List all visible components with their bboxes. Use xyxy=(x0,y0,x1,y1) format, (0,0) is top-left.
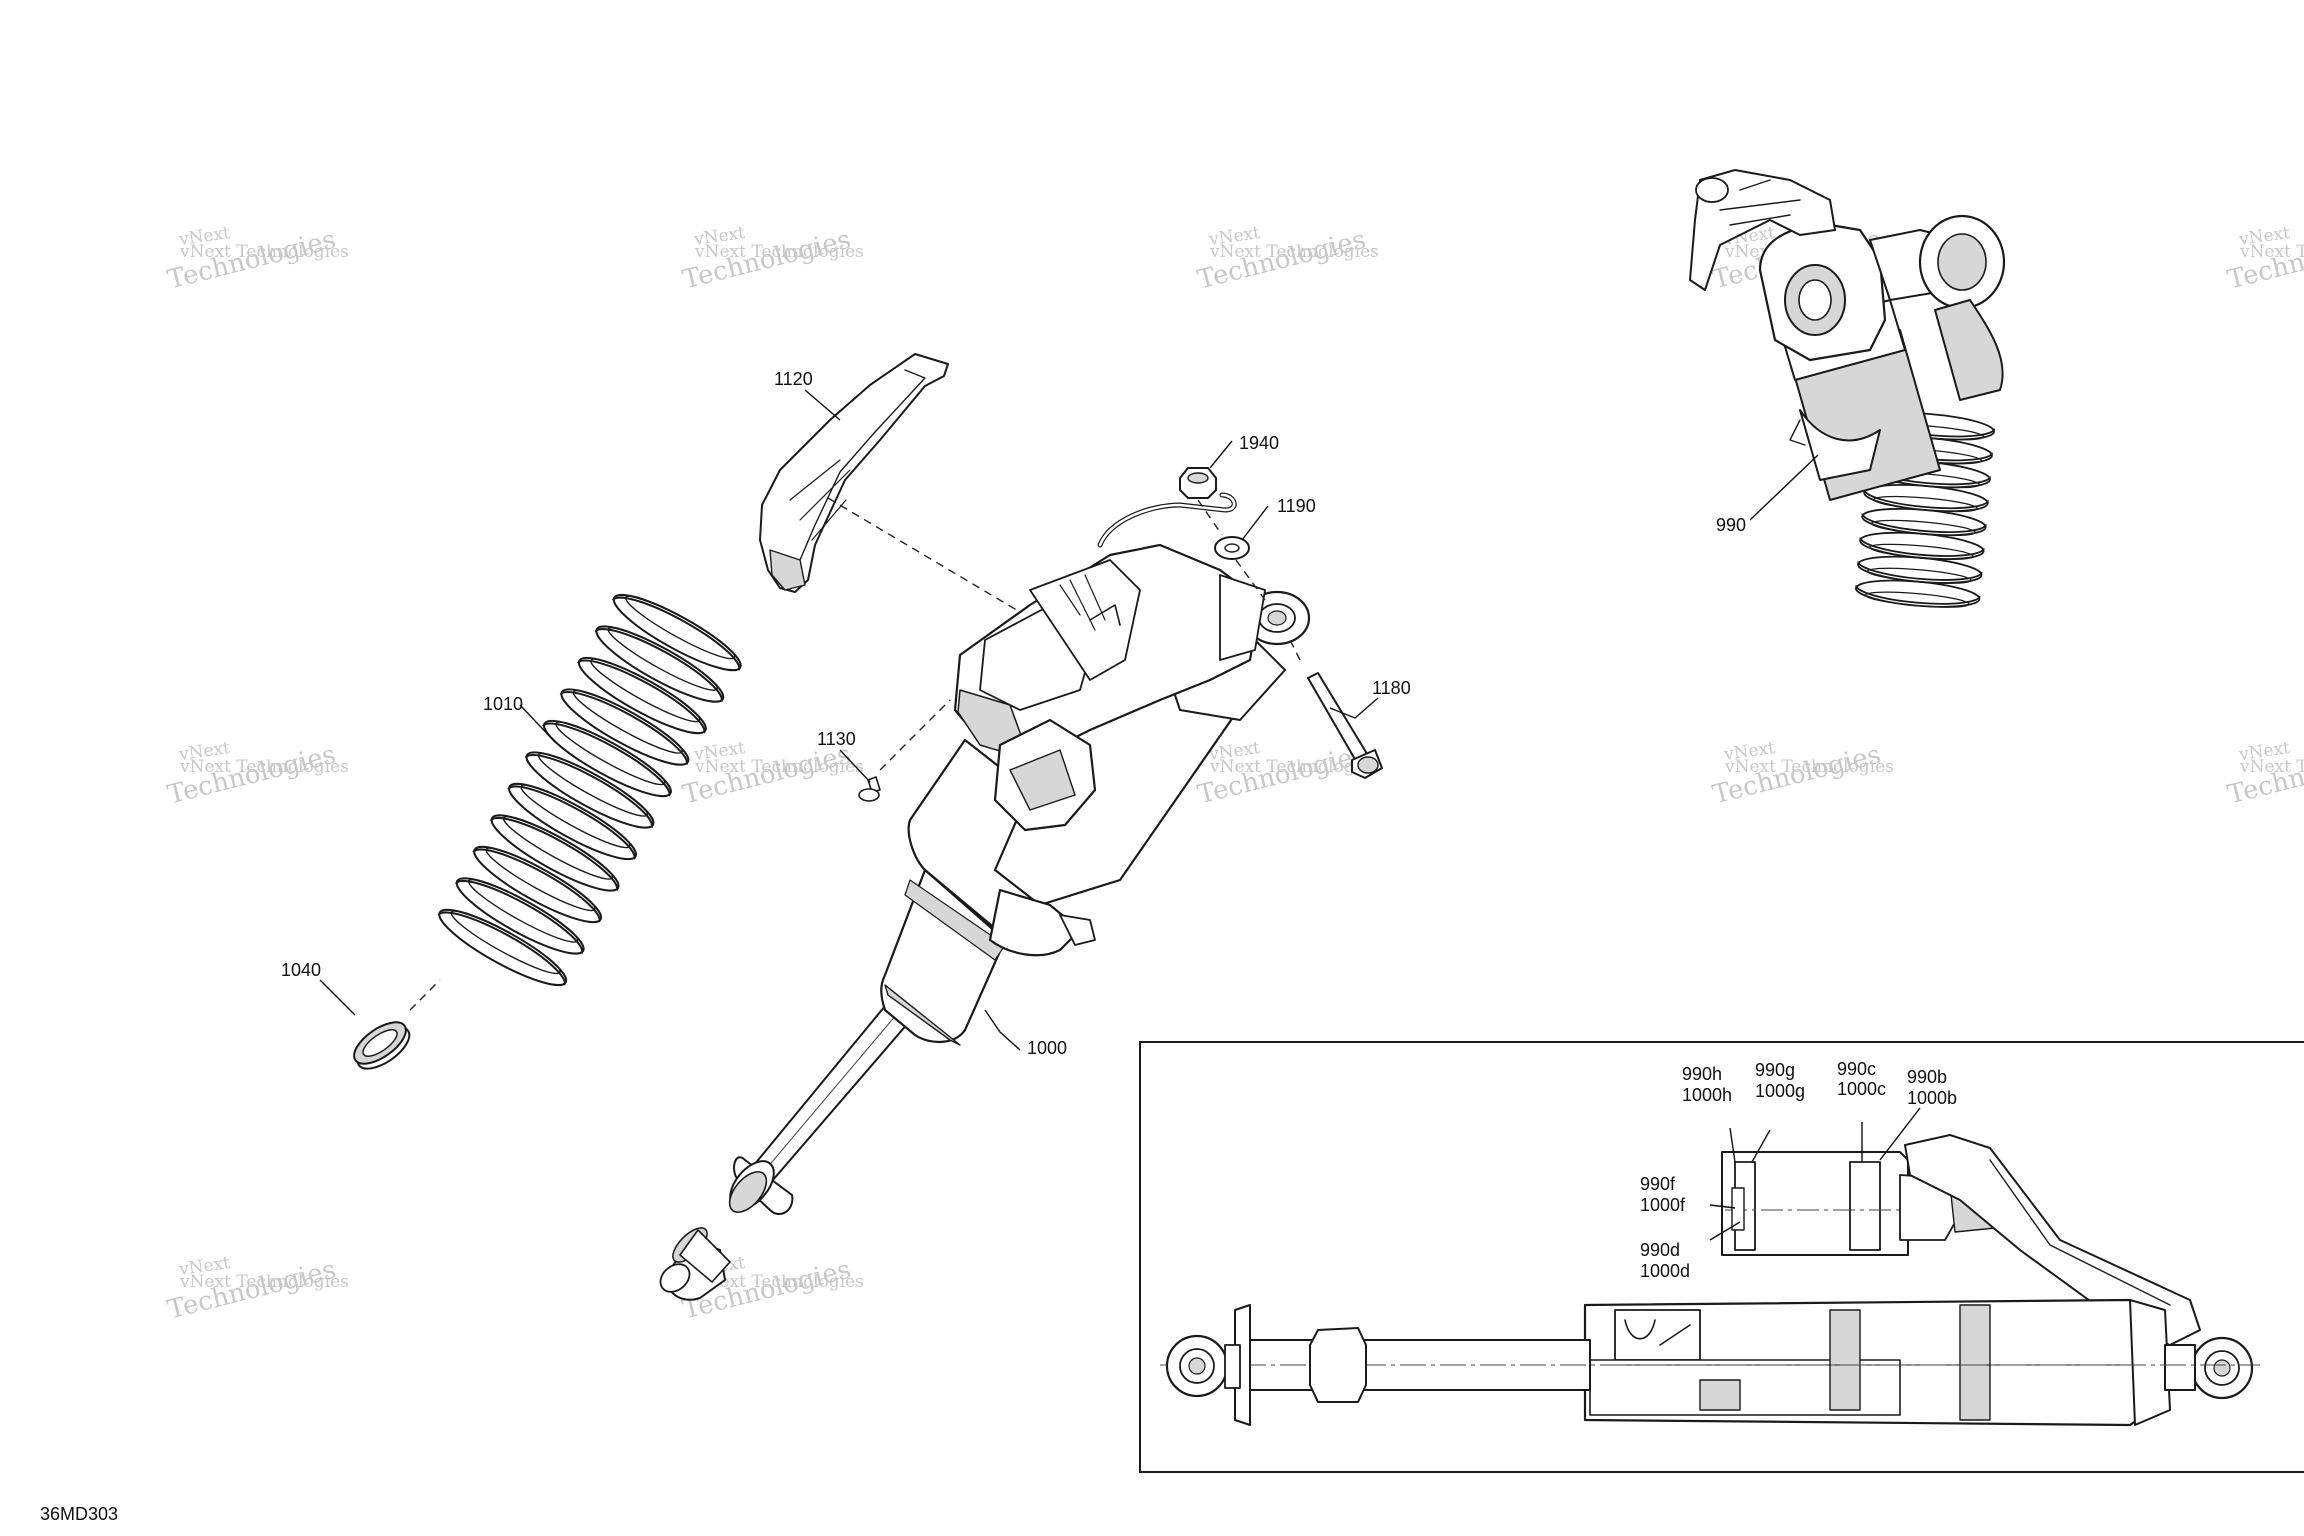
shock-absorber xyxy=(659,492,1311,1301)
spring-coil-back xyxy=(611,596,741,671)
spring-coil-back xyxy=(559,691,688,766)
callout-990b: 990b xyxy=(1907,1067,1947,1087)
watermark: vNext vNext Technologies Technologies xyxy=(1195,223,1379,295)
spring-coil-inner xyxy=(502,815,614,880)
screw xyxy=(858,776,881,802)
watermark: vNext vNext Technologies Technologies xyxy=(680,223,864,295)
callout-1010: 1010 xyxy=(483,694,523,714)
svg-text:vNext Technologies: vNext Technologies xyxy=(1209,757,1379,777)
svg-text:vNext Technologies: vNext Technologies xyxy=(179,1272,349,1292)
svg-text:vNext Technologies: vNext Technologies xyxy=(2239,757,2304,777)
callout-1000f: 1000f xyxy=(1640,1195,1686,1215)
spring-coil-inner xyxy=(537,752,649,817)
svg-text:vNext Technologies: vNext Technologies xyxy=(179,242,349,262)
spring-coil xyxy=(525,751,655,829)
callout-1180: 1180 xyxy=(1372,678,1411,698)
callout-990d: 990d xyxy=(1640,1240,1680,1260)
svg-text:vNext Technologies: vNext Technologies xyxy=(1209,242,1379,262)
svg-text:vNext Technologies: vNext Technologies xyxy=(2239,242,2304,262)
spring-coil-inner xyxy=(555,721,666,786)
spring-coil-inner xyxy=(572,689,683,754)
shock-assembly-view xyxy=(1689,169,2006,608)
spring-coil-back xyxy=(507,785,636,860)
assembly-lines xyxy=(409,497,1301,1011)
spring-coil-inner xyxy=(625,595,736,660)
shock-guard xyxy=(759,353,949,593)
figure-code: 36MD303 xyxy=(40,1504,118,1524)
svg-text:vNext Technologies: vNext Technologies xyxy=(1724,757,1894,777)
spring-coil-back xyxy=(594,628,723,703)
spring-coil-back xyxy=(489,816,619,891)
spring-coil-back xyxy=(1859,537,1985,557)
callout-990c: 990c xyxy=(1837,1059,1876,1079)
spring-coil xyxy=(543,719,672,798)
assembly-spring xyxy=(1855,412,1996,608)
spring-seat-ring xyxy=(353,1021,411,1070)
callout-1130: 1130 xyxy=(817,729,856,749)
watermark: vNext vNext Technologies Technologies xyxy=(1710,738,1894,810)
spring-coil-back xyxy=(454,879,584,954)
spring-coil-back xyxy=(1861,513,1987,533)
watermark: vNext vNext Technologies Technologies xyxy=(165,223,349,295)
spring-coil xyxy=(438,908,568,987)
spring-coil-back xyxy=(1855,585,1981,605)
spring-coil-inner xyxy=(467,878,579,943)
hex-nut xyxy=(1179,467,1217,499)
detail-inset xyxy=(1139,1041,2304,1473)
spring-coil-back xyxy=(524,754,653,829)
callout-990: 990 xyxy=(1716,515,1746,535)
callout-1000: 1000 xyxy=(1027,1038,1067,1058)
spring-coil-back xyxy=(1857,561,1983,581)
callout-1000d: 1000d xyxy=(1640,1261,1690,1281)
spring-coil xyxy=(595,625,725,703)
callout-990h: 990h xyxy=(1682,1064,1722,1084)
spring-coil xyxy=(508,782,637,861)
svg-text:vNext Technologies: vNext Technologies xyxy=(694,757,864,777)
spring-coil-back xyxy=(577,659,706,734)
callout-1000c: 1000c xyxy=(1837,1079,1886,1099)
spring-coil-inner xyxy=(485,847,596,912)
spring-coil-inner xyxy=(450,910,561,975)
spring-coil-inner xyxy=(520,784,631,849)
spring-coil-inner xyxy=(607,626,718,691)
watermark: vNext vNext Technologies Technologies xyxy=(2225,223,2304,295)
svg-text:vNext Technologies: vNext Technologies xyxy=(179,757,349,777)
callout-1000g: 1000g xyxy=(1755,1081,1805,1101)
callout-1190: 1190 xyxy=(1277,496,1316,516)
callout-1940: 1940 xyxy=(1239,433,1279,453)
watermark: vNext vNext Technologies Technologies xyxy=(2225,738,2304,810)
spring-coil xyxy=(612,593,742,672)
coil-spring xyxy=(437,593,742,987)
spring-coil-back xyxy=(1863,489,1989,510)
callout-1120: 1120 xyxy=(774,369,813,389)
callout-1040: 1040 xyxy=(281,960,321,980)
spring-coil xyxy=(490,814,620,892)
callout-990f: 990f xyxy=(1640,1174,1676,1194)
watermark: vNext vNext Technologies Technologies xyxy=(165,738,349,810)
washer xyxy=(1214,536,1250,560)
spring-coil-back xyxy=(542,722,671,797)
spring-coil-back xyxy=(472,848,601,923)
spring-coil xyxy=(473,845,603,924)
svg-text:vNext Technologies: vNext Technologies xyxy=(694,1272,864,1292)
spring-coil xyxy=(577,656,707,735)
callout-labels: 1120 1940 1190 1180 1130 1010 1040 1000 … xyxy=(40,369,1957,1524)
callout-1000h: 1000h xyxy=(1682,1085,1732,1105)
watermark: vNext vNext Technologies Technologies xyxy=(165,1253,349,1325)
spring-coil-inner xyxy=(1864,591,1970,608)
spring-coil xyxy=(455,877,585,955)
spring-coil-inner xyxy=(590,658,701,723)
callout-1000b: 1000b xyxy=(1907,1088,1957,1108)
callout-leaders xyxy=(319,389,1819,1051)
spring-coil xyxy=(560,688,690,766)
spring-coil-back xyxy=(437,911,566,986)
callout-990g: 990g xyxy=(1755,1060,1795,1080)
svg-text:vNext Technologies: vNext Technologies xyxy=(694,242,864,262)
bolt xyxy=(1307,672,1383,779)
